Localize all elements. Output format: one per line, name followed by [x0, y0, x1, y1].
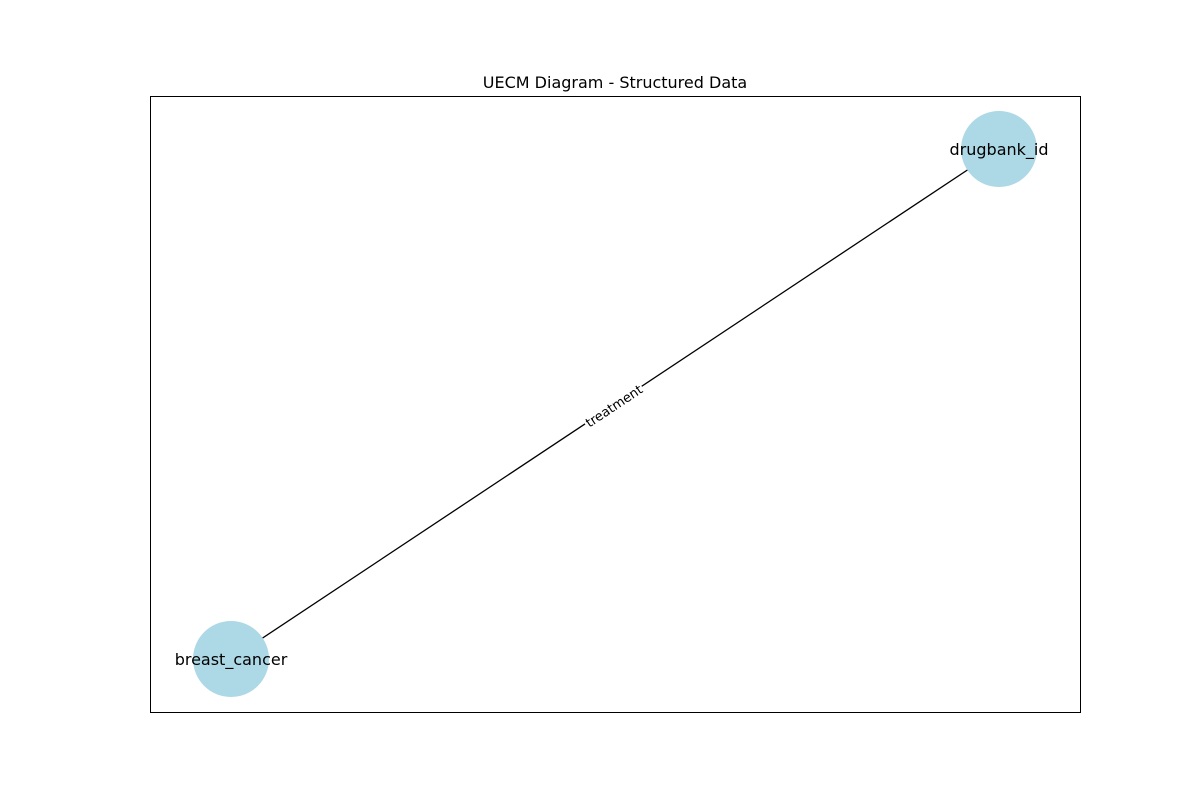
- node-circle: [961, 111, 1037, 187]
- node-label: breast_cancer: [175, 650, 288, 670]
- node-breast-cancer: breast_cancer: [175, 621, 288, 697]
- edge-label-background: [580, 379, 648, 433]
- node-circle: [193, 621, 269, 697]
- node-drugbank-id: drugbank_id: [950, 111, 1049, 187]
- plot-frame: [150, 96, 1081, 713]
- diagram-title: UECM Diagram - Structured Data: [483, 73, 747, 92]
- node-label: drugbank_id: [950, 140, 1049, 160]
